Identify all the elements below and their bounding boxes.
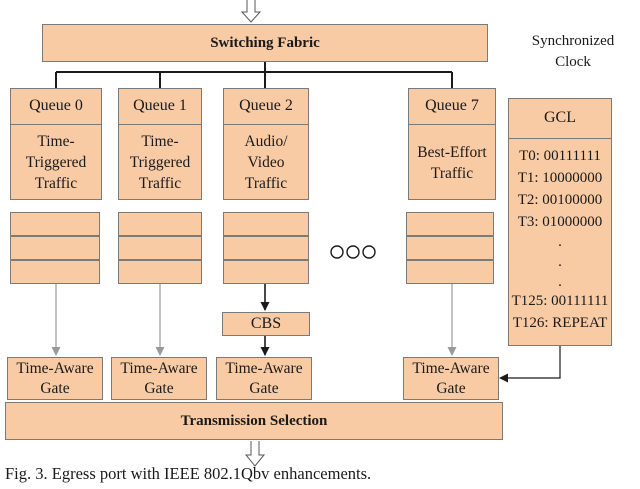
gate-0-label-line-1: Time-Aware (16, 359, 94, 377)
cbs-box (222, 312, 310, 336)
buffer-slot (406, 212, 494, 236)
input-hollow-arrow (240, 0, 262, 23)
queue-7-box (408, 88, 496, 200)
queue-1-body-line-1: Time- (141, 133, 179, 150)
gate-7-box (403, 357, 499, 400)
figure-caption: Fig. 3. Egress port with IEEE 802.1Qbv e… (5, 464, 372, 483)
gate-1-box (111, 357, 207, 400)
queue-0-header: Queue 0 (29, 97, 83, 114)
gcl-entry: T126: REPEAT (512, 315, 608, 331)
queue-0-body-line-1: Time- (37, 133, 75, 150)
queue-2-body-line-3: Traffic (244, 175, 288, 192)
queue-1-body: Time- Triggered Traffic (118, 125, 202, 200)
ellipsis-dots (330, 245, 376, 259)
output-hollow-arrow (244, 441, 266, 467)
transmission-selection-label: Transmission Selection (180, 412, 328, 429)
buffer-slot (223, 260, 309, 284)
gate-2-label-line-1: Time-Aware (225, 359, 303, 377)
gcl-entry: T2: 00100000 (517, 192, 603, 208)
gate-0-box (7, 357, 103, 400)
queue-1-header: Queue 1 (133, 97, 187, 114)
queue-7-body-line-1: Best-Effort (417, 143, 487, 161)
queue-7-body: Best-Effort Traffic (405, 125, 499, 200)
gate-1-label-line-1: Time-Aware (120, 359, 198, 377)
buffer-slot (10, 212, 100, 236)
queue-1-divider (118, 124, 202, 125)
gate-2-label-line-2: Gate (249, 379, 279, 397)
sync-clock-label: Synchronized Clock (508, 31, 638, 73)
gcl-entry: . (558, 274, 562, 290)
gcl-entry: T1: 10000000 (517, 170, 603, 186)
gcl-entry: T125: 00111111 (511, 293, 609, 309)
switching-fabric-label: Switching Fabric (210, 34, 320, 51)
queue-2-body: Audio/ Video Traffic (223, 125, 309, 200)
buffer-slot (406, 260, 494, 284)
ellipsis-dot (346, 245, 360, 259)
buffer-slot (118, 260, 202, 284)
gcl-divider (508, 138, 612, 139)
queue-7-divider (408, 124, 496, 125)
ellipsis-dot (330, 245, 344, 259)
gcl-box (508, 98, 612, 346)
buffer-slot (406, 236, 494, 260)
gcl-entry: T0: 00111111 (519, 148, 601, 164)
gate-0-label-line-2: Gate (40, 379, 70, 397)
gcl-entry: . (558, 254, 562, 270)
sync-clock-line-2: Clock (555, 54, 591, 70)
cbs-label: CBS (250, 315, 282, 332)
gate-2-box (216, 357, 312, 400)
transmission-selection-box (5, 402, 503, 440)
switching-fabric-box (42, 24, 488, 62)
gate-7-label-line-2: Gate (436, 379, 466, 397)
gate-7-label-line-1: Time-Aware (412, 359, 490, 377)
queue-2-body-line-1: Audio/ (244, 133, 288, 150)
queue-1-body-line-2: Triggered (129, 154, 191, 171)
buffer-slot (223, 236, 309, 260)
queue-2-body-line-2: Video (247, 154, 285, 171)
queue-0-body: Time- Triggered Traffic (10, 125, 102, 200)
gate-2-label: Time-Aware Gate (216, 357, 312, 400)
buffer-slot (118, 212, 202, 236)
queue-1-box (118, 88, 202, 200)
arrow-gcl-gate (499, 346, 561, 383)
queue-2-header: Queue 2 (239, 97, 293, 114)
queue-0-body-line-2: Triggered (25, 154, 87, 171)
queue-7-header: Queue 7 (425, 97, 479, 114)
buffer-slot (10, 260, 100, 284)
queue-1-body-line-3: Traffic (138, 175, 182, 192)
queue-0-divider (10, 124, 102, 125)
gcl-title: GCL (544, 109, 576, 126)
queue-7-body-line-2: Traffic (430, 164, 474, 182)
buffer-slot (10, 236, 100, 260)
gate-0-label: Time-Aware Gate (7, 357, 103, 400)
gate-7-label: Time-Aware Gate (403, 357, 499, 400)
gate-1-label-line-2: Gate (144, 379, 174, 397)
queue-0-body-line-3: Traffic (34, 175, 78, 192)
ellipsis-dot (362, 245, 376, 259)
queue-2-box (223, 88, 309, 200)
gate-1-label: Time-Aware Gate (111, 357, 207, 400)
buffer-slot (223, 212, 309, 236)
queue-0-box (10, 88, 102, 200)
gcl-entry: T3: 01000000 (517, 214, 603, 230)
gcl-entry: . (558, 234, 562, 250)
sync-clock-line-1: Synchronized (531, 33, 615, 49)
queue-2-divider (223, 124, 309, 125)
buffer-slot (118, 236, 202, 260)
